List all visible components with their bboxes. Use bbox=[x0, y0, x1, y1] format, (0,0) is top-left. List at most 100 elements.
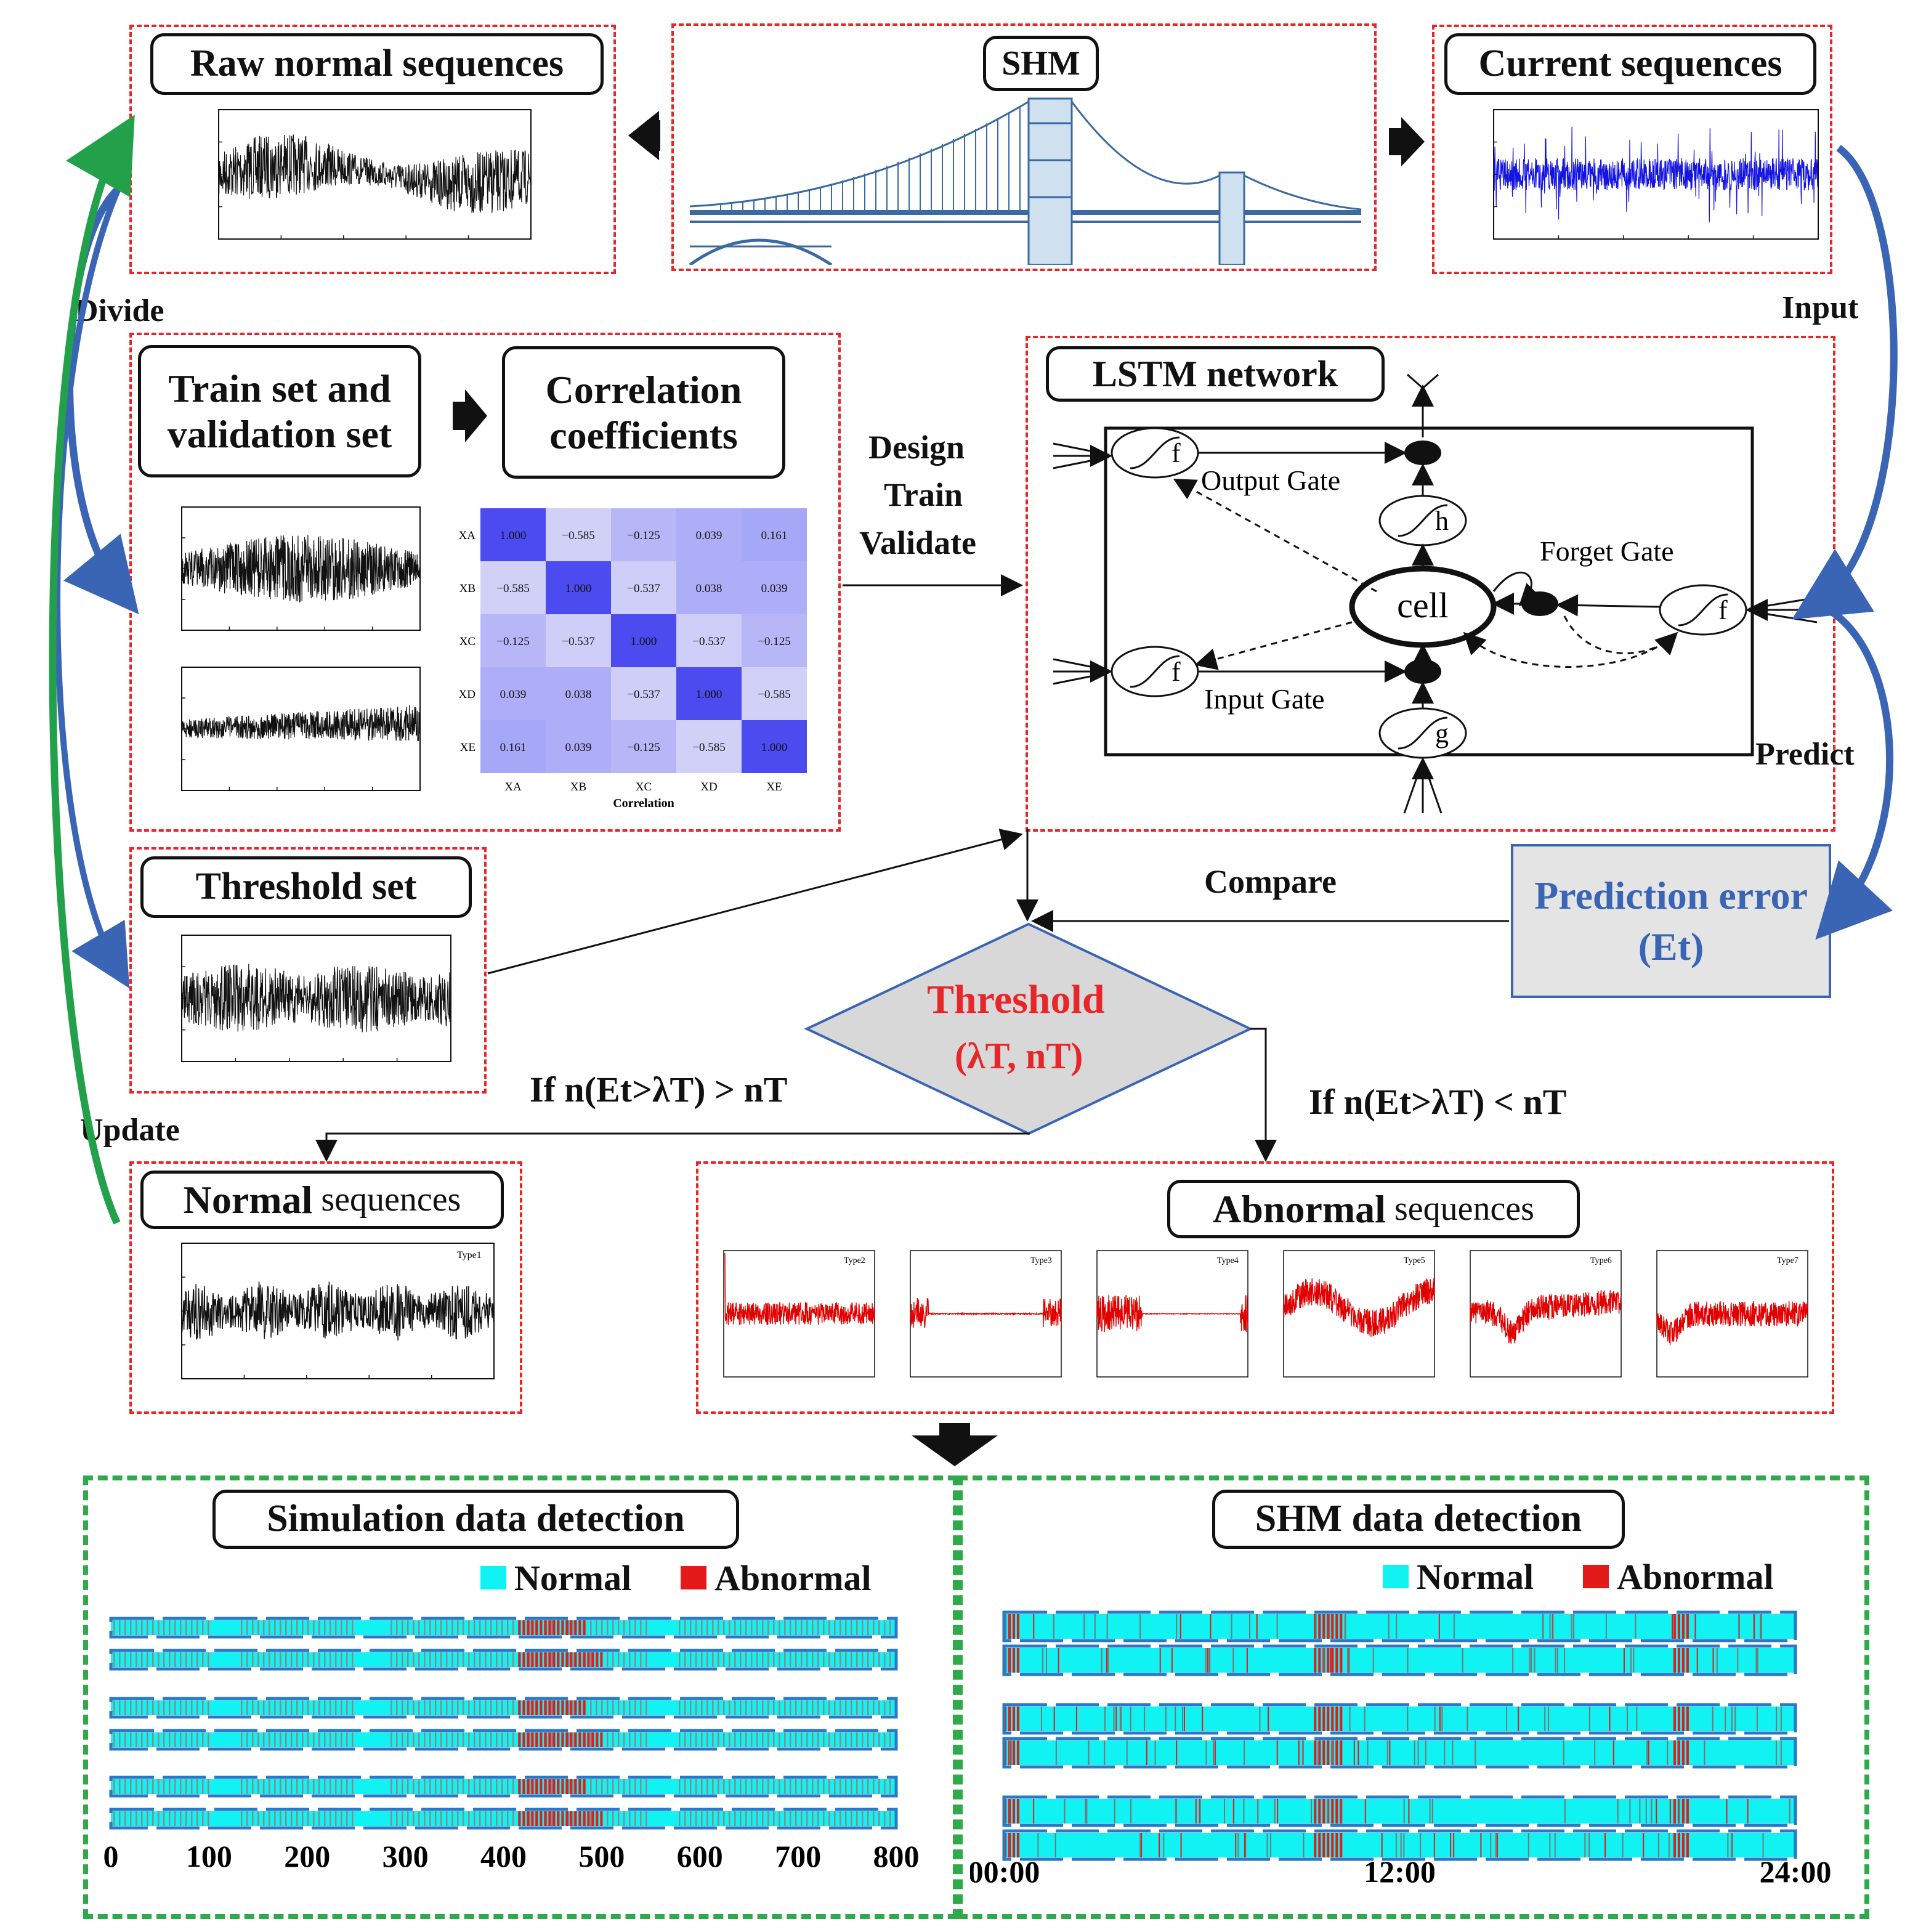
sparse-mark bbox=[1266, 1833, 1268, 1857]
sparse-mark bbox=[1367, 1740, 1369, 1765]
detection-tick bbox=[823, 1779, 825, 1794]
detection-tick bbox=[884, 1732, 886, 1747]
detection-tick bbox=[817, 1700, 819, 1715]
detection-tick bbox=[136, 1779, 137, 1794]
heat-value: −0.537 bbox=[562, 635, 594, 648]
sparse-mark bbox=[1086, 1799, 1088, 1824]
detection-tick bbox=[269, 1700, 270, 1715]
detection-tick bbox=[341, 1811, 342, 1826]
detection-tick bbox=[690, 1732, 692, 1747]
sparse-mark bbox=[1534, 1648, 1536, 1673]
detection-tick bbox=[862, 1811, 864, 1826]
detection-tick bbox=[435, 1811, 437, 1826]
detection-tick bbox=[529, 1811, 531, 1826]
compare-label: Compare bbox=[1204, 863, 1337, 900]
sparse-mark bbox=[1311, 1799, 1312, 1824]
detection-tick bbox=[390, 1732, 392, 1747]
heat-cell bbox=[546, 667, 611, 720]
sparse-mark bbox=[1396, 1614, 1398, 1639]
detection-row-border bbox=[109, 1649, 898, 1671]
detection-tick bbox=[612, 1811, 614, 1826]
sparse-mark bbox=[1639, 1799, 1641, 1824]
sparse-mark bbox=[1555, 1648, 1556, 1673]
heat-value: −0.537 bbox=[692, 635, 725, 648]
abnormal-mark bbox=[1681, 1648, 1685, 1673]
sparse-mark bbox=[1195, 1799, 1197, 1824]
heat-cell bbox=[676, 561, 742, 614]
sparse-mark bbox=[1113, 1707, 1115, 1731]
detection-tick bbox=[862, 1620, 864, 1635]
detection-tick bbox=[413, 1779, 415, 1794]
abnormal-mark bbox=[578, 1700, 581, 1715]
detection-tick bbox=[152, 1652, 154, 1667]
normal-title: Normal sequences bbox=[140, 1171, 504, 1229]
abnormal-mark bbox=[578, 1652, 581, 1667]
sparse-mark bbox=[1340, 1799, 1341, 1824]
abnormal-mark bbox=[1314, 1614, 1317, 1639]
detection-tick bbox=[629, 1620, 631, 1635]
detection-tick bbox=[496, 1620, 498, 1635]
normal-title-rest: sequences bbox=[312, 1180, 461, 1219]
abnormal-mark bbox=[1681, 1740, 1685, 1765]
detection-tick bbox=[324, 1620, 326, 1635]
detection-tick bbox=[751, 1732, 753, 1747]
detection-tick bbox=[817, 1779, 819, 1794]
abnormal-mark bbox=[1673, 1740, 1676, 1765]
detection-tick bbox=[745, 1779, 747, 1794]
sparse-mark bbox=[1075, 1707, 1077, 1731]
heat-cell bbox=[611, 561, 676, 614]
detection-tick bbox=[840, 1620, 841, 1635]
detection-tick bbox=[196, 1620, 198, 1635]
detection-tick bbox=[851, 1620, 852, 1635]
sparse-mark bbox=[1588, 1707, 1590, 1731]
detection-tick bbox=[208, 1700, 209, 1715]
abnormal-mark bbox=[557, 1732, 560, 1747]
detection-tick bbox=[191, 1779, 193, 1794]
detection-tick bbox=[274, 1700, 276, 1715]
detection-tick bbox=[202, 1779, 204, 1794]
detection-tick bbox=[767, 1779, 769, 1794]
detection-tick bbox=[269, 1652, 270, 1667]
detection-tick bbox=[867, 1652, 869, 1667]
abnormal-mark bbox=[561, 1732, 564, 1747]
detection-tick bbox=[418, 1811, 420, 1826]
detection-tick bbox=[257, 1779, 259, 1794]
detection-tick bbox=[501, 1700, 503, 1715]
sparse-mark bbox=[1450, 1833, 1452, 1857]
heat-row-label: XA bbox=[459, 529, 476, 542]
detection-tick bbox=[147, 1700, 148, 1715]
detection-tick bbox=[762, 1732, 764, 1747]
detection-tick bbox=[346, 1620, 348, 1635]
sparse-mark bbox=[1548, 1707, 1550, 1731]
abnormal-mark bbox=[548, 1732, 551, 1747]
detection-tick bbox=[174, 1652, 176, 1667]
detection-row-border bbox=[109, 1729, 898, 1751]
prediction-error-box: Prediction error (Et) bbox=[1511, 844, 1831, 998]
train-title: Train set and validation set bbox=[138, 345, 421, 477]
detection-tick bbox=[124, 1732, 126, 1747]
detection-tick bbox=[607, 1732, 609, 1747]
detection-tick bbox=[806, 1732, 808, 1747]
detection-tick bbox=[424, 1652, 426, 1667]
abnormal-mark bbox=[1681, 1833, 1685, 1857]
detection-tick bbox=[130, 1779, 132, 1794]
sparse-mark bbox=[1549, 1833, 1551, 1857]
sparse-mark bbox=[1635, 1614, 1637, 1639]
detection-tick bbox=[252, 1620, 254, 1635]
abnormal-mark bbox=[1327, 1614, 1330, 1639]
detection-tick bbox=[202, 1620, 204, 1635]
sparse-mark bbox=[1623, 1648, 1625, 1673]
detection-tick bbox=[440, 1700, 442, 1715]
sparse-mark bbox=[1364, 1707, 1366, 1731]
detection-tick bbox=[790, 1620, 791, 1635]
sparse-mark bbox=[1444, 1740, 1446, 1765]
sparse-mark bbox=[1180, 1614, 1181, 1639]
heat-value: 1.000 bbox=[500, 529, 527, 542]
sparse-mark bbox=[1033, 1614, 1035, 1639]
detection-row-border bbox=[1002, 1644, 1797, 1676]
detection-tick bbox=[834, 1652, 836, 1667]
detection-tick bbox=[784, 1620, 786, 1635]
sparse-mark bbox=[1046, 1648, 1048, 1673]
heat-cell bbox=[742, 614, 807, 667]
x-tick-label: 400 bbox=[480, 1839, 527, 1873]
